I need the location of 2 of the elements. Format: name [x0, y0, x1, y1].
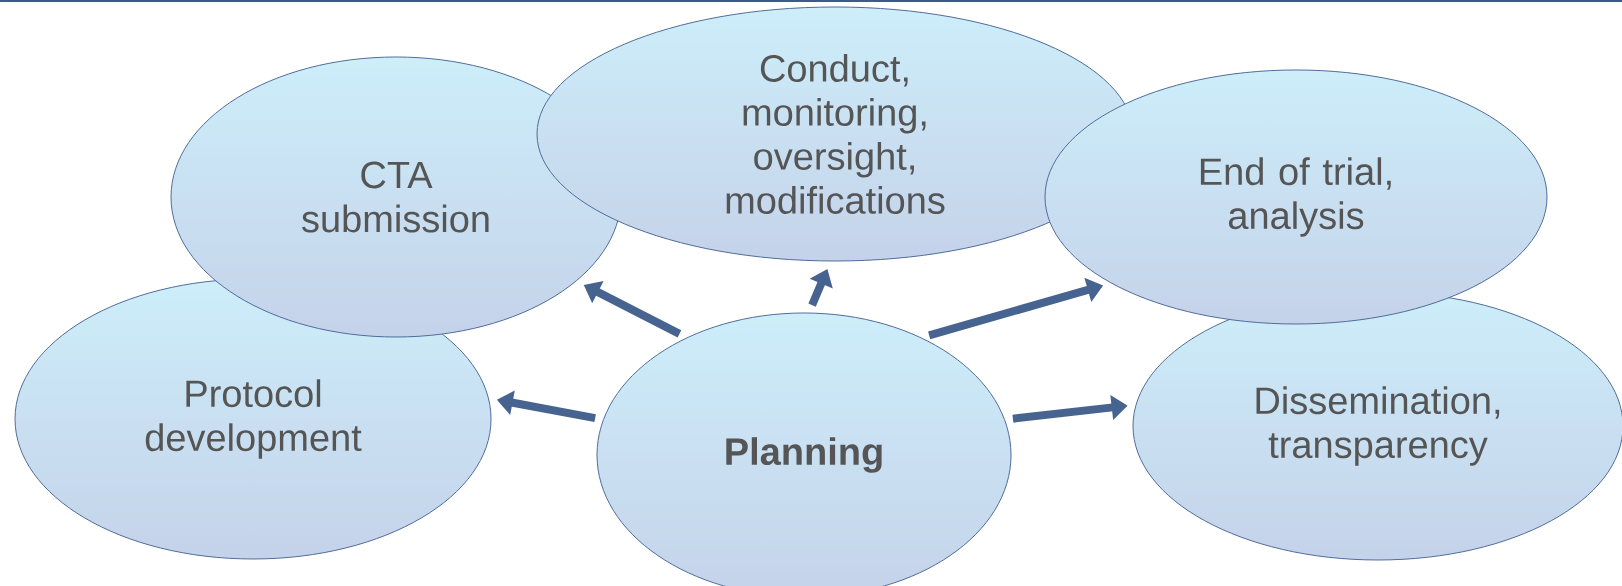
ellipse-node: Protocol development [14, 278, 492, 560]
ellipse-node: End of trial, analysis [1044, 69, 1548, 325]
